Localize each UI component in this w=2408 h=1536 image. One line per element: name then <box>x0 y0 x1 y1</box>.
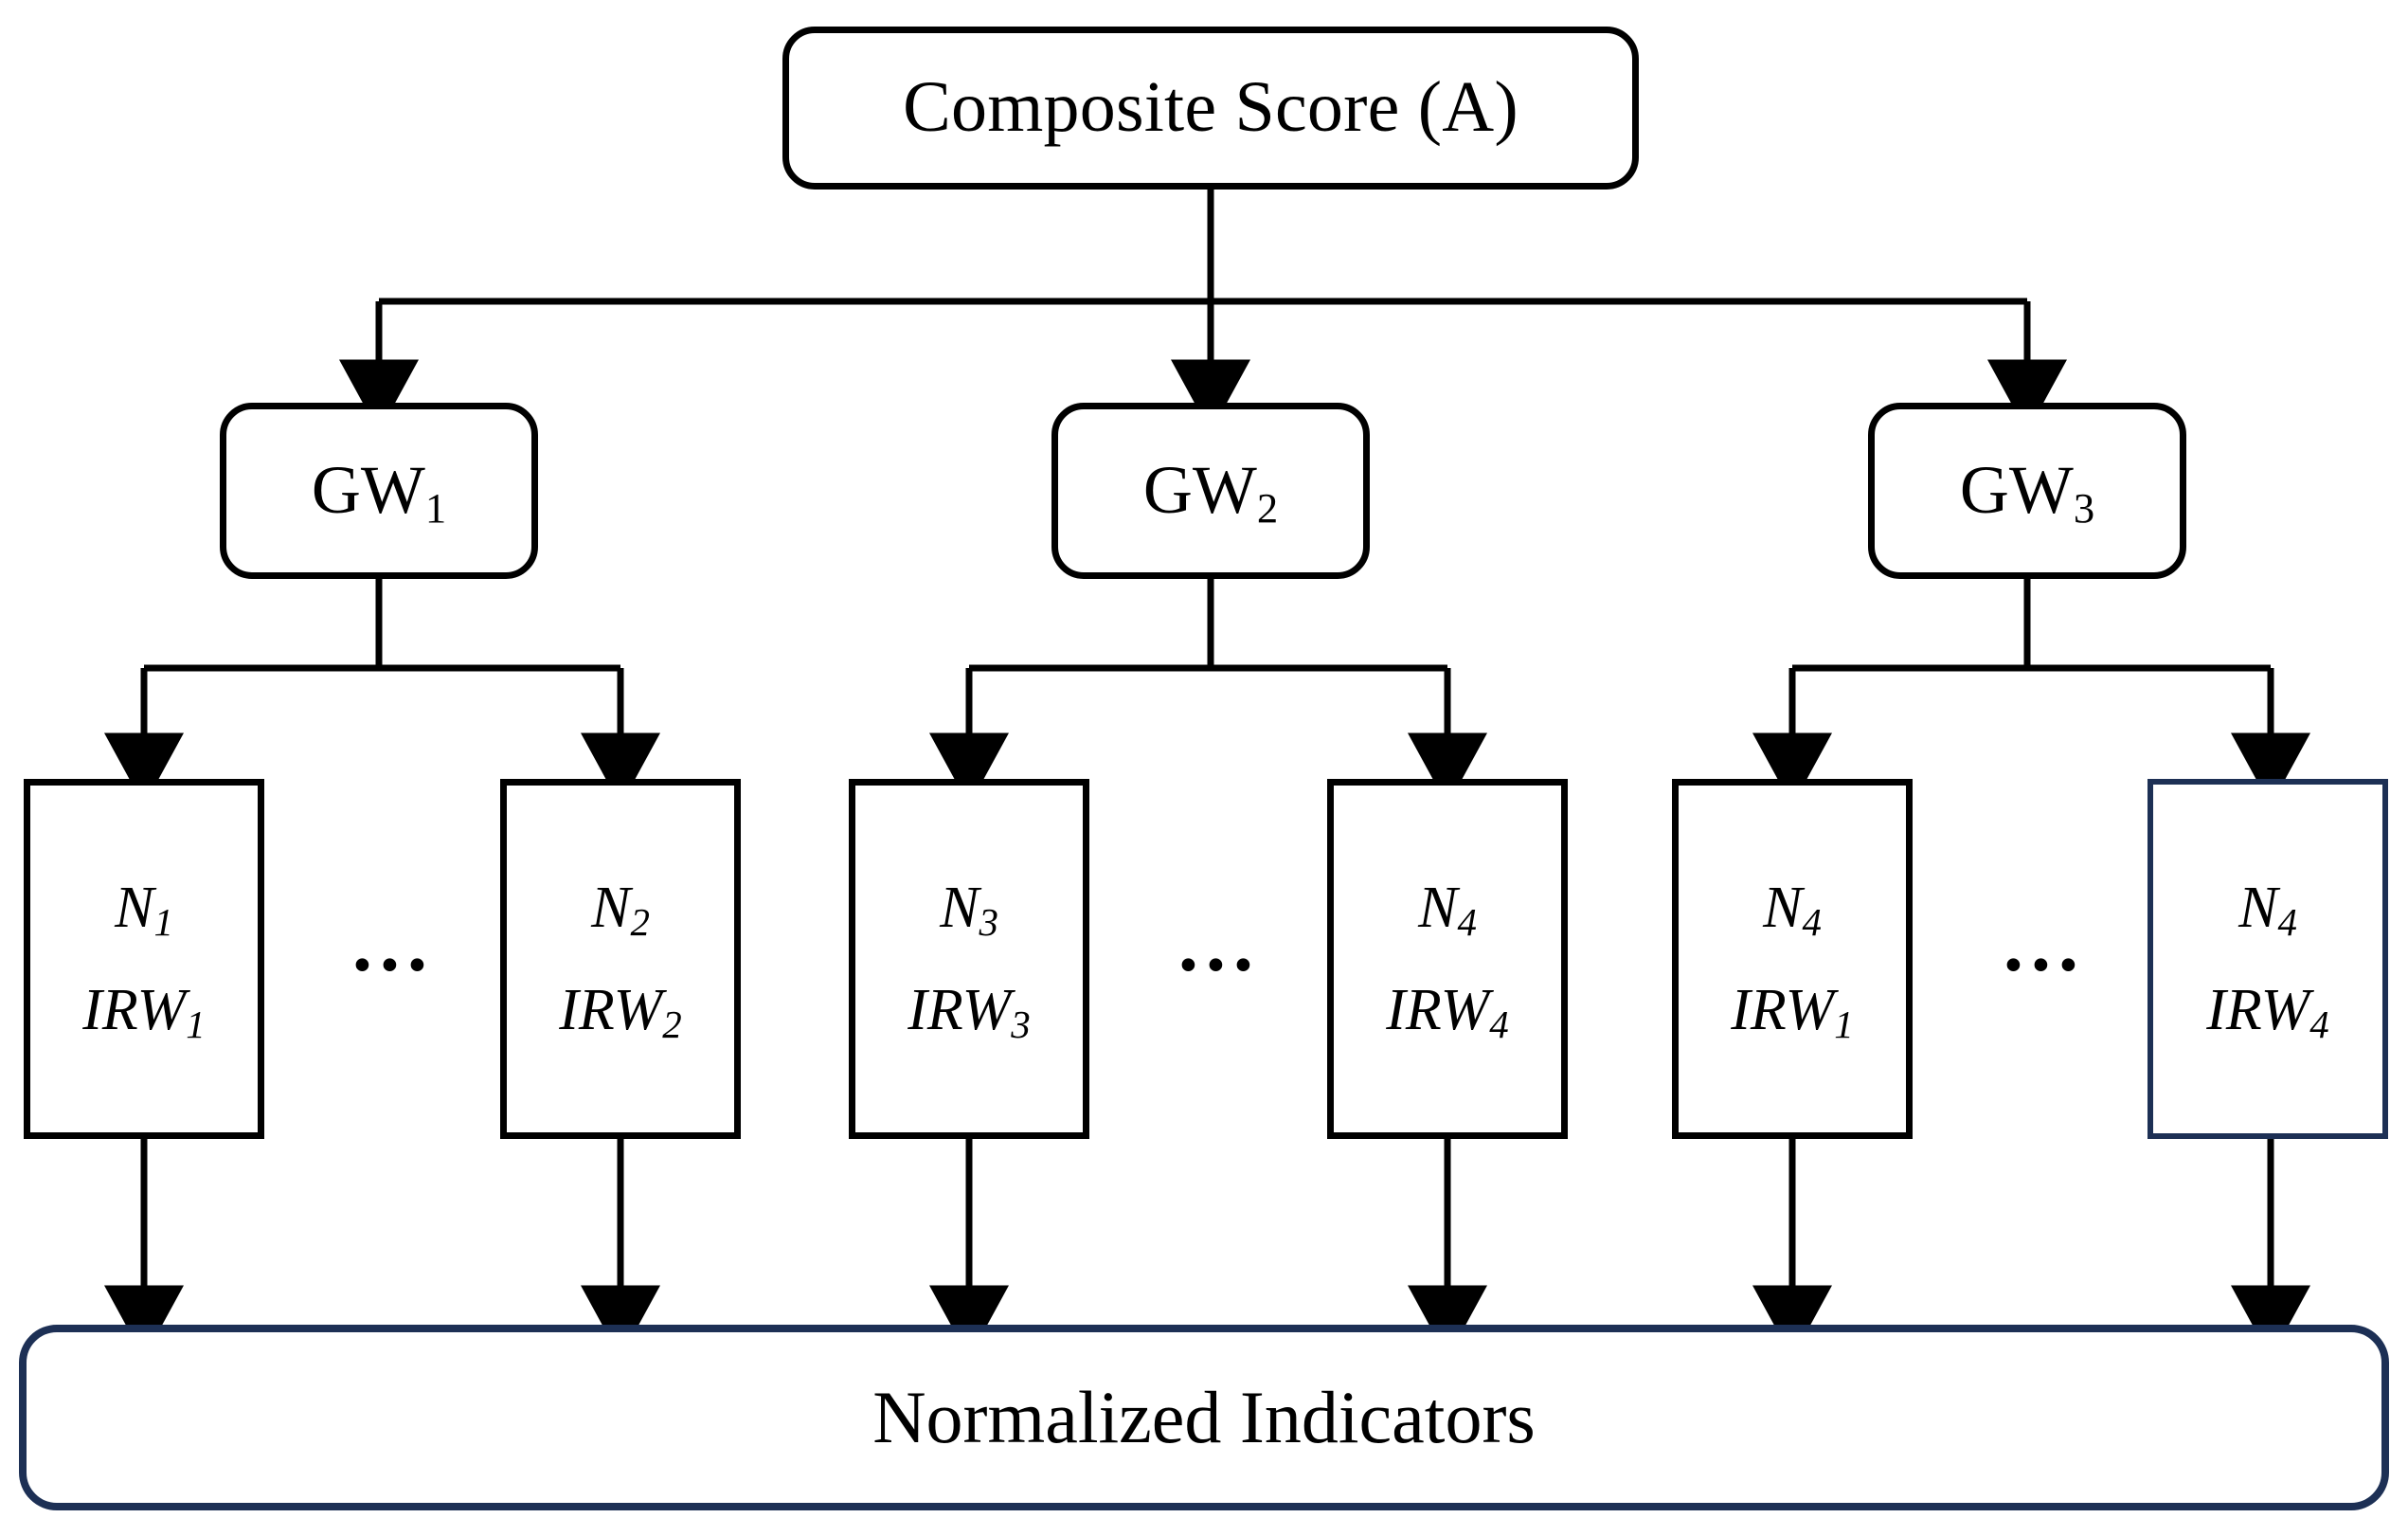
indicator-4-irw-sub: 4 <box>1489 1003 1509 1046</box>
node-indicator-3[interactable]: N3 IRW3 <box>849 779 1089 1139</box>
indicator-5-n-sub: 4 <box>1802 901 1822 944</box>
indicator-1-n-sub: 1 <box>153 901 173 944</box>
indicator-6-weight: IRW4 <box>2206 978 2329 1044</box>
gw1-text: GW <box>311 452 425 529</box>
indicator-2-count: N2 <box>591 876 650 942</box>
indicator-6-n: N <box>2238 876 2278 940</box>
composite-score-label: Composite Score (A) <box>903 67 1518 148</box>
indicator-4-n-sub: 4 <box>1457 901 1477 944</box>
indicator-1-weight: IRW1 <box>82 978 206 1044</box>
ellipsis-group-3: ... <box>2006 900 2089 988</box>
indicator-5-irw: IRW <box>1731 978 1835 1042</box>
gw1-subscript: 1 <box>424 484 447 533</box>
indicator-6-n-sub: 4 <box>2277 901 2297 944</box>
node-group-weight-1[interactable]: GW1 <box>220 403 538 579</box>
node-normalized-indicators[interactable]: Normalized Indicators <box>19 1325 2389 1510</box>
indicator-2-irw-sub: 2 <box>662 1003 682 1046</box>
group-weight-3-label: GW3 <box>1959 452 2094 530</box>
indicator-6-count: N4 <box>2238 876 2297 942</box>
group-weight-1-label: GW1 <box>311 452 446 530</box>
gw2-text: GW <box>1142 452 1257 529</box>
indicator-4-irw: IRW <box>1386 978 1490 1042</box>
indicator-6-irw: IRW <box>2206 978 2310 1042</box>
indicator-1-n: N <box>115 876 154 940</box>
indicator-3-n-sub: 3 <box>979 901 998 944</box>
node-group-weight-2[interactable]: GW2 <box>1051 403 1370 579</box>
indicator-3-weight: IRW3 <box>907 978 1031 1044</box>
node-indicator-4[interactable]: N4 IRW4 <box>1327 779 1568 1139</box>
indicator-2-n: N <box>591 876 631 940</box>
node-composite-score[interactable]: Composite Score (A) <box>782 27 1639 190</box>
indicator-1-irw: IRW <box>82 978 187 1042</box>
indicator-5-irw-sub: 1 <box>1834 1003 1854 1046</box>
indicator-4-weight: IRW4 <box>1386 978 1509 1044</box>
indicator-4-n: N <box>1418 876 1458 940</box>
indicator-3-n: N <box>940 876 979 940</box>
node-indicator-5[interactable]: N4 IRW1 <box>1672 779 1913 1139</box>
normalized-indicators-label: Normalized Indicators <box>872 1376 1536 1458</box>
indicator-5-count: N4 <box>1763 876 1822 942</box>
group-weight-2-label: GW2 <box>1142 452 1278 530</box>
ellipsis-group-1: ... <box>355 900 438 988</box>
indicator-2-weight: IRW2 <box>559 978 682 1044</box>
node-indicator-2[interactable]: N2 IRW2 <box>500 779 741 1139</box>
indicator-1-irw-sub: 1 <box>186 1003 206 1046</box>
ellipsis-group-2: ... <box>1181 900 1264 988</box>
indicator-3-count: N3 <box>940 876 998 942</box>
gw3-subscript: 3 <box>2073 484 2095 533</box>
indicator-5-weight: IRW1 <box>1731 978 1854 1044</box>
indicator-1-count: N1 <box>115 876 173 942</box>
indicator-3-irw: IRW <box>907 978 1012 1042</box>
gw3-text: GW <box>1959 452 2074 529</box>
node-group-weight-3[interactable]: GW3 <box>1868 403 2186 579</box>
indicator-4-count: N4 <box>1418 876 1477 942</box>
indicator-6-irw-sub: 4 <box>2309 1003 2329 1046</box>
indicator-2-irw: IRW <box>559 978 663 1042</box>
node-indicator-1[interactable]: N1 IRW1 <box>24 779 264 1139</box>
indicator-2-n-sub: 2 <box>630 901 650 944</box>
indicator-3-irw-sub: 3 <box>1011 1003 1031 1046</box>
node-indicator-6-highlighted[interactable]: N4 IRW4 <box>2147 779 2388 1139</box>
gw2-subscript: 2 <box>1256 484 1279 533</box>
indicator-5-n: N <box>1763 876 1803 940</box>
